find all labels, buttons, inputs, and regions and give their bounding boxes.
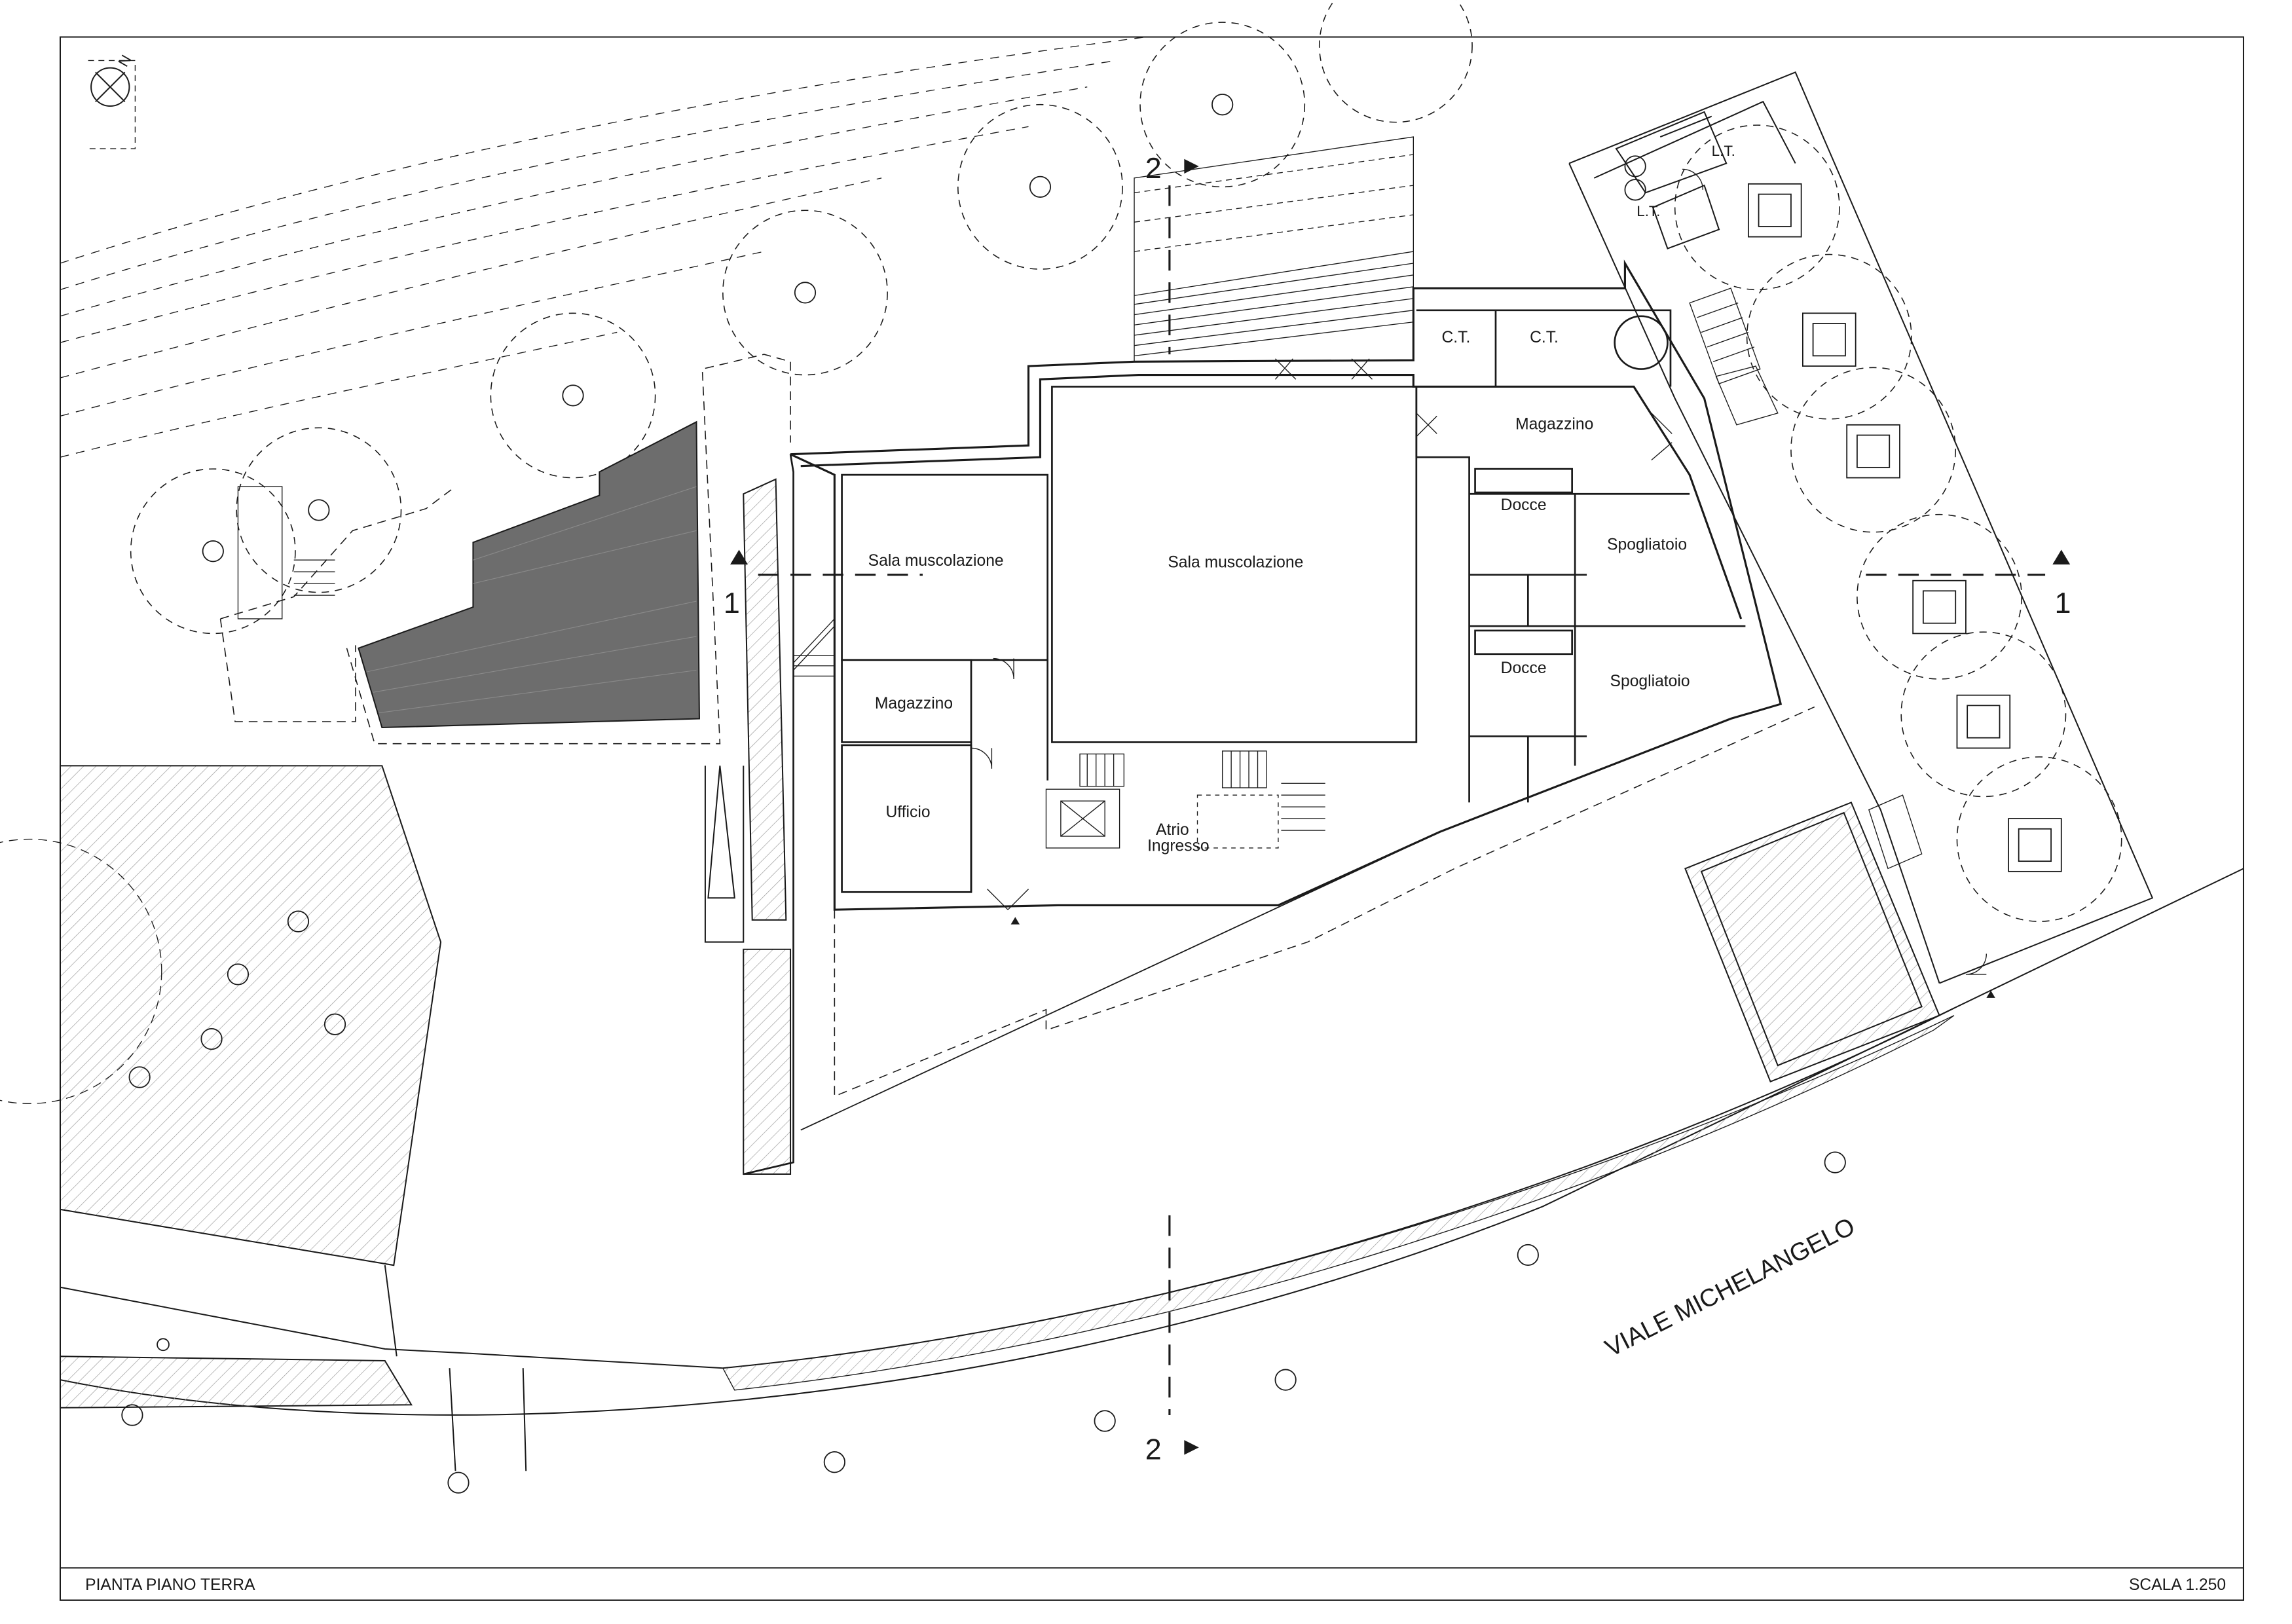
curb-hatch <box>722 1015 1955 1391</box>
trees-top <box>130 0 2122 922</box>
interior-walls <box>841 309 1746 893</box>
entrance-steps <box>1281 783 1325 831</box>
room-label-docce-1: Docce <box>1501 496 1547 514</box>
parking-hatched-area <box>1684 802 1940 1083</box>
room-label-magazzino-right: Magazzino <box>1515 416 1593 434</box>
small-stairs <box>237 486 335 619</box>
tree-row-border <box>1568 71 2154 984</box>
street-trees <box>121 1151 1846 1494</box>
site-boundary <box>219 354 791 745</box>
terrace-steps <box>1134 136 1414 362</box>
lawn-trees <box>128 910 346 1088</box>
atrium-stairs <box>1045 750 1279 849</box>
tree-trunks <box>202 94 1646 563</box>
lawn-curve <box>0 838 162 1104</box>
dashed-building-offset <box>834 706 1815 1098</box>
section-label-1-right: 1 <box>2055 586 2071 619</box>
lawn-hatched-area <box>59 765 442 1266</box>
drawing-title: PIANTA PIANO TERRA <box>85 1576 255 1594</box>
section-label-1-left: 1 <box>724 586 740 619</box>
room-label-ct-1: C.T. <box>1441 329 1470 346</box>
section-label-2-bottom: 2 <box>1145 1432 1162 1466</box>
roof-dark-area <box>358 420 700 729</box>
north-label: N <box>115 52 135 70</box>
room-label-magazzino-left: Magazzino <box>875 695 953 712</box>
room-label-lt-1: L.T. <box>1712 143 1735 159</box>
room-label-atrio: Atrio <box>1156 821 1189 839</box>
section-markers <box>730 158 2071 1455</box>
doors <box>971 168 1987 975</box>
terrain-contours <box>60 36 1147 458</box>
room-label-lt-2: L.T. <box>1636 203 1660 219</box>
tree-planters <box>1747 183 2062 872</box>
room-label-spogliatoio-2: Spogliatoio <box>1610 673 1690 690</box>
room-label-docce-2: Docce <box>1501 659 1547 677</box>
street-name: VIALE MICHELANGELO <box>1600 1212 1859 1363</box>
building-outer-wall <box>790 259 1783 911</box>
north-arrow <box>88 60 136 149</box>
room-label-spogliatoio-1: Spogliatoio <box>1607 536 1687 554</box>
left-retaining-wall <box>743 478 787 921</box>
room-label-sala-muscolazione-left: Sala muscolazione <box>868 552 1004 570</box>
sidewalk-hatch <box>59 1356 413 1409</box>
title-bar <box>59 1567 2244 1601</box>
room-label-sala-muscolazione-main: Sala muscolazione <box>1168 553 1303 571</box>
drawing-scale: SCALA 1.250 <box>2129 1576 2226 1594</box>
room-label-ct-2: C.T. <box>1530 329 1559 346</box>
room-label-ingresso: Ingresso <box>1147 837 1210 855</box>
room-label-ufficio: Ufficio <box>886 803 931 821</box>
section-label-2-top: 2 <box>1145 151 1162 185</box>
